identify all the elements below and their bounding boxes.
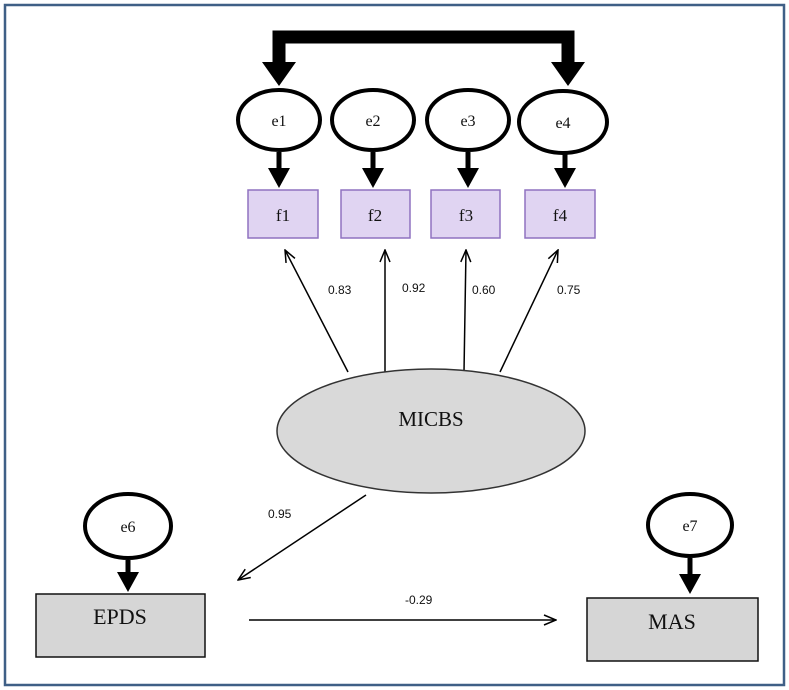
error-e4-label: e4: [555, 115, 570, 132]
error-e4: e4: [517, 89, 609, 155]
path-epds-mas-value: -0.29: [405, 593, 433, 607]
indicator-f3-label: f3: [459, 206, 473, 225]
error-e6-label: e6: [120, 519, 135, 536]
loading-f3-value: 0.60: [472, 283, 496, 297]
error-e1-label: e1: [271, 113, 286, 130]
error-e6: e6: [83, 492, 173, 592]
error-arrows: [268, 152, 576, 188]
outcome-mas: MAS: [586, 597, 759, 662]
latent-micbs-label: MICBS: [398, 407, 463, 431]
loading-f1-value: 0.83: [328, 283, 352, 297]
loading-arrow-f3: [464, 250, 466, 373]
error-e3: e3: [425, 88, 511, 152]
loading-arrow-f1: [285, 250, 349, 373]
loading-f2-value: 0.92: [402, 281, 426, 295]
indicator-f1: f1: [247, 189, 319, 239]
outcome-epds-label: EPDS: [93, 604, 147, 629]
indicator-f2-label: f2: [368, 206, 382, 225]
loading-paths: [285, 250, 558, 373]
path-micbs-epds: [238, 494, 367, 580]
loading-arrow-f4: [499, 250, 558, 373]
loading-f4-value: 0.75: [557, 283, 581, 297]
indicator-f4: f4: [524, 189, 596, 239]
error-e3-label: e3: [460, 113, 475, 130]
indicator-f2: f2: [340, 189, 411, 239]
latent-micbs: MICBS: [276, 368, 586, 494]
indicator-f1-label: f1: [276, 206, 290, 225]
path-micbs-epds-value: 0.95: [268, 507, 292, 521]
error-e2: e2: [330, 88, 416, 152]
indicator-f4-label: f4: [553, 206, 568, 225]
error-e7: e7: [646, 492, 734, 594]
indicator-f3: f3: [430, 189, 501, 239]
covariance-e1-e4: [262, 30, 585, 86]
error-e2-label: e2: [365, 113, 380, 130]
outcome-mas-label: MAS: [648, 609, 696, 634]
outcome-epds: EPDS: [35, 593, 206, 658]
error-e1: e1: [236, 88, 322, 152]
error-e7-label: e7: [682, 518, 697, 535]
